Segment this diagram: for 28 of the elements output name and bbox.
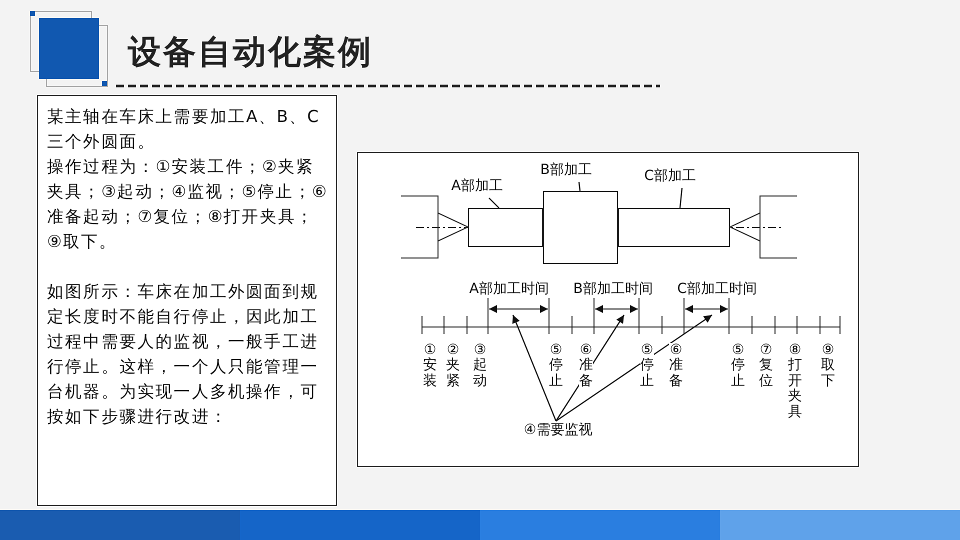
part-label: C部加工 <box>643 167 697 185</box>
time-label: A部加工时间 <box>468 280 550 298</box>
shaft-section <box>468 208 543 247</box>
part-label: A部加工 <box>450 177 504 195</box>
arrow <box>556 314 712 422</box>
paragraph: 某主轴在车床上需要加工A、B、C三个外圆面。 <box>47 106 321 153</box>
paragraph: 如图所示：车床在加工外圆面到规定长度时不能自行停止，因此加工过程中需要人的监视，一般手工进行停止。这样，一个人只能管理一台机器。为实现一人多机操作，可按如下步骤进行改进： <box>47 281 320 428</box>
step-label: ⑥准备 <box>669 343 683 390</box>
title: 设备自动化案例 <box>128 31 373 73</box>
step-label: ⑦复位 <box>759 343 773 390</box>
note-label: ④需要监视 <box>522 421 594 439</box>
leader-line <box>488 198 500 208</box>
text-panel <box>37 95 337 506</box>
step-label: ③起动 <box>473 343 487 390</box>
shaft-section <box>543 191 618 264</box>
leader-line <box>679 188 683 208</box>
step-label: ⑧打开夹具 <box>788 343 802 420</box>
paragraph: 操作过程为：①安装工件；②夹紧夹具；③起动；④监视；⑤停止；⑥准备起动；⑦复位；⑧打开夹具；⑨取下。 <box>47 156 328 253</box>
shaft-section <box>618 208 730 247</box>
time-label: B部加工时间 <box>572 280 654 298</box>
step-label: ⑥准备 <box>579 343 593 390</box>
step-label: ⑨取下 <box>821 343 835 390</box>
time-label: C部加工时间 <box>676 280 758 298</box>
part-label: B部加工 <box>539 161 593 179</box>
step-label: ②夹紧 <box>446 343 460 390</box>
arrow <box>512 314 557 422</box>
step-label: ①安装 <box>423 343 437 390</box>
leader-line <box>578 182 581 192</box>
